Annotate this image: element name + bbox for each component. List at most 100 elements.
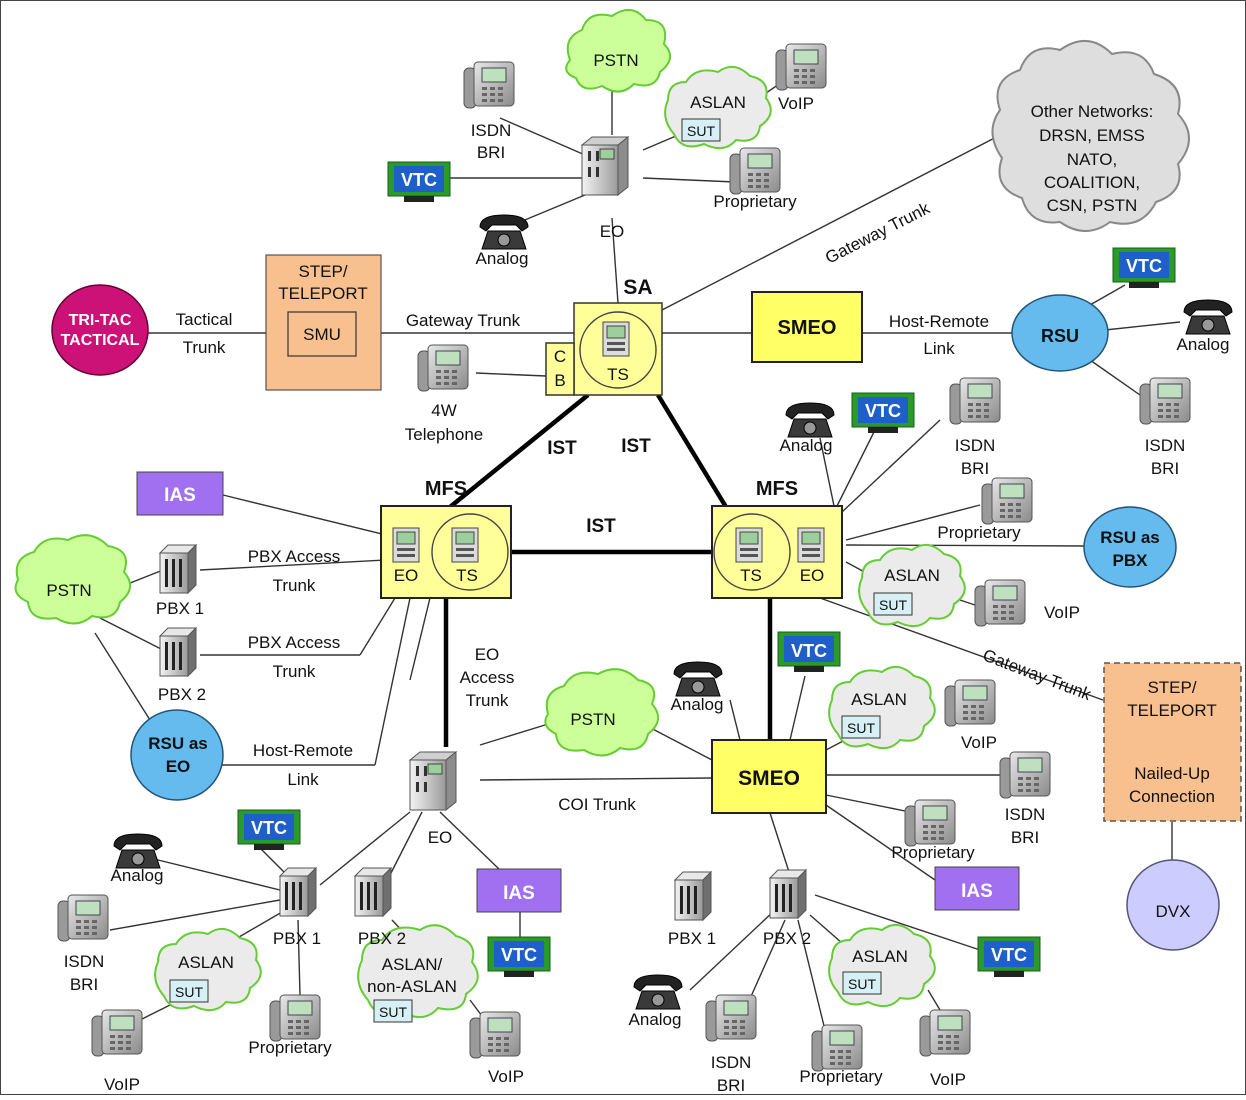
br-proprietary-phone-icon: [811, 1024, 863, 1072]
top-eo-label: EO: [600, 222, 625, 241]
sb-sut-box: [841, 715, 881, 739]
top-isdn-label-1: ISDN: [471, 121, 512, 140]
top-sut-box: [681, 118, 721, 142]
tactical-trunk-label-2: Trunk: [183, 338, 226, 357]
mr-analog-phone-icon: [785, 402, 835, 438]
br-isdn-label-2: BRI: [717, 1076, 745, 1095]
mr-proprietary-label: Proprietary: [937, 523, 1021, 542]
sb-isdn-label-2: BRI: [1011, 828, 1039, 847]
bl-isdn-phone-icon: [57, 894, 109, 942]
top-pstn-label: PSTN: [593, 51, 638, 70]
top-proprietary-label: Proprietary: [713, 192, 797, 211]
bl-pbx2-label: PBX 2: [358, 929, 406, 948]
bottom-eo-label: EO: [428, 828, 453, 847]
mfs-right-label: MFS: [756, 478, 798, 500]
br-aslan-label: ASLAN: [852, 947, 908, 966]
top-aslan-label: ASLAN: [690, 93, 746, 112]
sb-proprietary-label: Proprietary: [891, 843, 975, 862]
mr-isdn-label-1: ISDN: [955, 436, 996, 455]
smeo-bottom-box: [711, 739, 827, 814]
br-sut-box: [842, 971, 882, 995]
bl-proprietary-phone-icon: [269, 994, 321, 1042]
other-networks-line-1: Other Networks:: [1031, 102, 1154, 121]
bl-aslan-label: ASLAN: [178, 953, 234, 972]
host-remote-top-2: Link: [923, 339, 955, 358]
bl-analog-label: Analog: [111, 866, 164, 885]
sb-analog-label: Analog: [671, 695, 724, 714]
mr-isdn-phone-icon: [949, 377, 1001, 425]
sb-voip-label: VoIP: [961, 733, 997, 752]
host-remote-top-1: Host-Remote: [889, 312, 989, 331]
top-voip-phone-icon: [775, 43, 827, 91]
mfs-right-ts-cabinet-icon: [735, 527, 763, 563]
bl-sut-box: [169, 979, 209, 1003]
sb-ias-label: IAS: [961, 881, 993, 902]
ist-mid-label: IST: [586, 516, 616, 537]
br-analog-phone-icon: [633, 974, 683, 1010]
tritac-oval: [51, 284, 149, 376]
mid-pstn-label: PSTN: [570, 710, 615, 729]
coi-trunk-label: COI Trunk: [558, 795, 636, 814]
tritac-label-2: TACTICAL: [61, 332, 140, 349]
sa-ts-circle: [579, 311, 657, 389]
bl-vtc-label: VTC: [251, 818, 287, 838]
bl-voip-label: VoIP: [104, 1075, 140, 1094]
br-voip-label: VoIP: [930, 1070, 966, 1089]
bl-isdn-label-2: BRI: [70, 975, 98, 994]
bl-pbx1-icon: [279, 867, 317, 917]
bottom-eo-cabinet-icon: [409, 751, 457, 811]
step-teleport-bottom-box: [1103, 662, 1242, 822]
ias-left-label: IAS: [164, 485, 196, 506]
other-networks-line-4: COALITION,: [1044, 173, 1140, 192]
sb-aslan-label: ASLAN: [851, 690, 907, 709]
rsu-pbx-label-2: PBX: [1113, 551, 1149, 570]
mfs-left-ts-label: TS: [456, 566, 478, 585]
sb-sut-label: SUT: [847, 720, 875, 736]
top-eo-cabinet-icon: [581, 136, 629, 196]
pbx1-left-label: PBX 1: [156, 599, 204, 618]
other-networks-cloud: [991, 40, 1190, 232]
br-voip-phone-icon: [919, 1009, 971, 1057]
mfs-right-ts-label: TS: [740, 566, 762, 585]
top-analog-phone-icon: [479, 214, 529, 250]
mid-pstn-cloud: [544, 668, 659, 757]
dvx-oval: [1126, 859, 1220, 951]
mfs-left-ts-cabinet-icon: [451, 527, 479, 563]
mr-aslan-label: ASLAN: [884, 566, 940, 585]
step-bottom-label-2: TELEPORT: [1127, 701, 1216, 720]
step-bottom-label-1: STEP/: [1147, 678, 1196, 697]
rsu-oval: [1011, 294, 1109, 372]
mr-sut-box: [873, 592, 913, 616]
sa-ts-cabinet-icon: [602, 321, 630, 357]
dvx-label: DVX: [1156, 902, 1191, 921]
bl-ias-label: IAS: [503, 883, 535, 904]
rsu-eo-oval: [130, 709, 224, 801]
br-pbx1-icon: [674, 871, 712, 921]
sa-c-label: C: [554, 347, 566, 366]
mr-voip-phone-icon: [974, 579, 1026, 627]
bl-vtc2-label: VTC: [501, 945, 537, 965]
bl-voip2-label: VoIP: [488, 1067, 524, 1086]
br-analog-label: Analog: [629, 1010, 682, 1029]
other-networks-line-5: CSN, PSTN: [1047, 196, 1138, 215]
left-pstn-cloud: [14, 534, 131, 625]
rsu-pbx-oval: [1083, 506, 1177, 588]
rsu-eo-label-1: RSU as: [148, 734, 208, 753]
bl-pbx1-label: PBX 1: [273, 929, 321, 948]
ist-right-label: IST: [621, 436, 651, 457]
rsu-isdn-phone-icon: [1139, 377, 1191, 425]
top-analog-label: Analog: [476, 249, 529, 268]
sb-vtc-label: VTC: [791, 641, 827, 661]
step-top-label-1: STEP/: [298, 262, 347, 281]
bl-sut2-box: [373, 999, 413, 1023]
smeo-top-label: SMEO: [778, 317, 837, 339]
rsu-isdn-label-2: BRI: [1151, 459, 1179, 478]
smu-label: SMU: [303, 325, 341, 344]
nailed-up-label-2: Connection: [1129, 787, 1215, 806]
br-sut-label: SUT: [848, 976, 876, 992]
smu-box: [287, 311, 357, 357]
mid-analog-phone-icon: [673, 661, 723, 697]
ist-left-label: IST: [547, 438, 577, 459]
sb-isdn-phone-icon: [999, 751, 1051, 799]
